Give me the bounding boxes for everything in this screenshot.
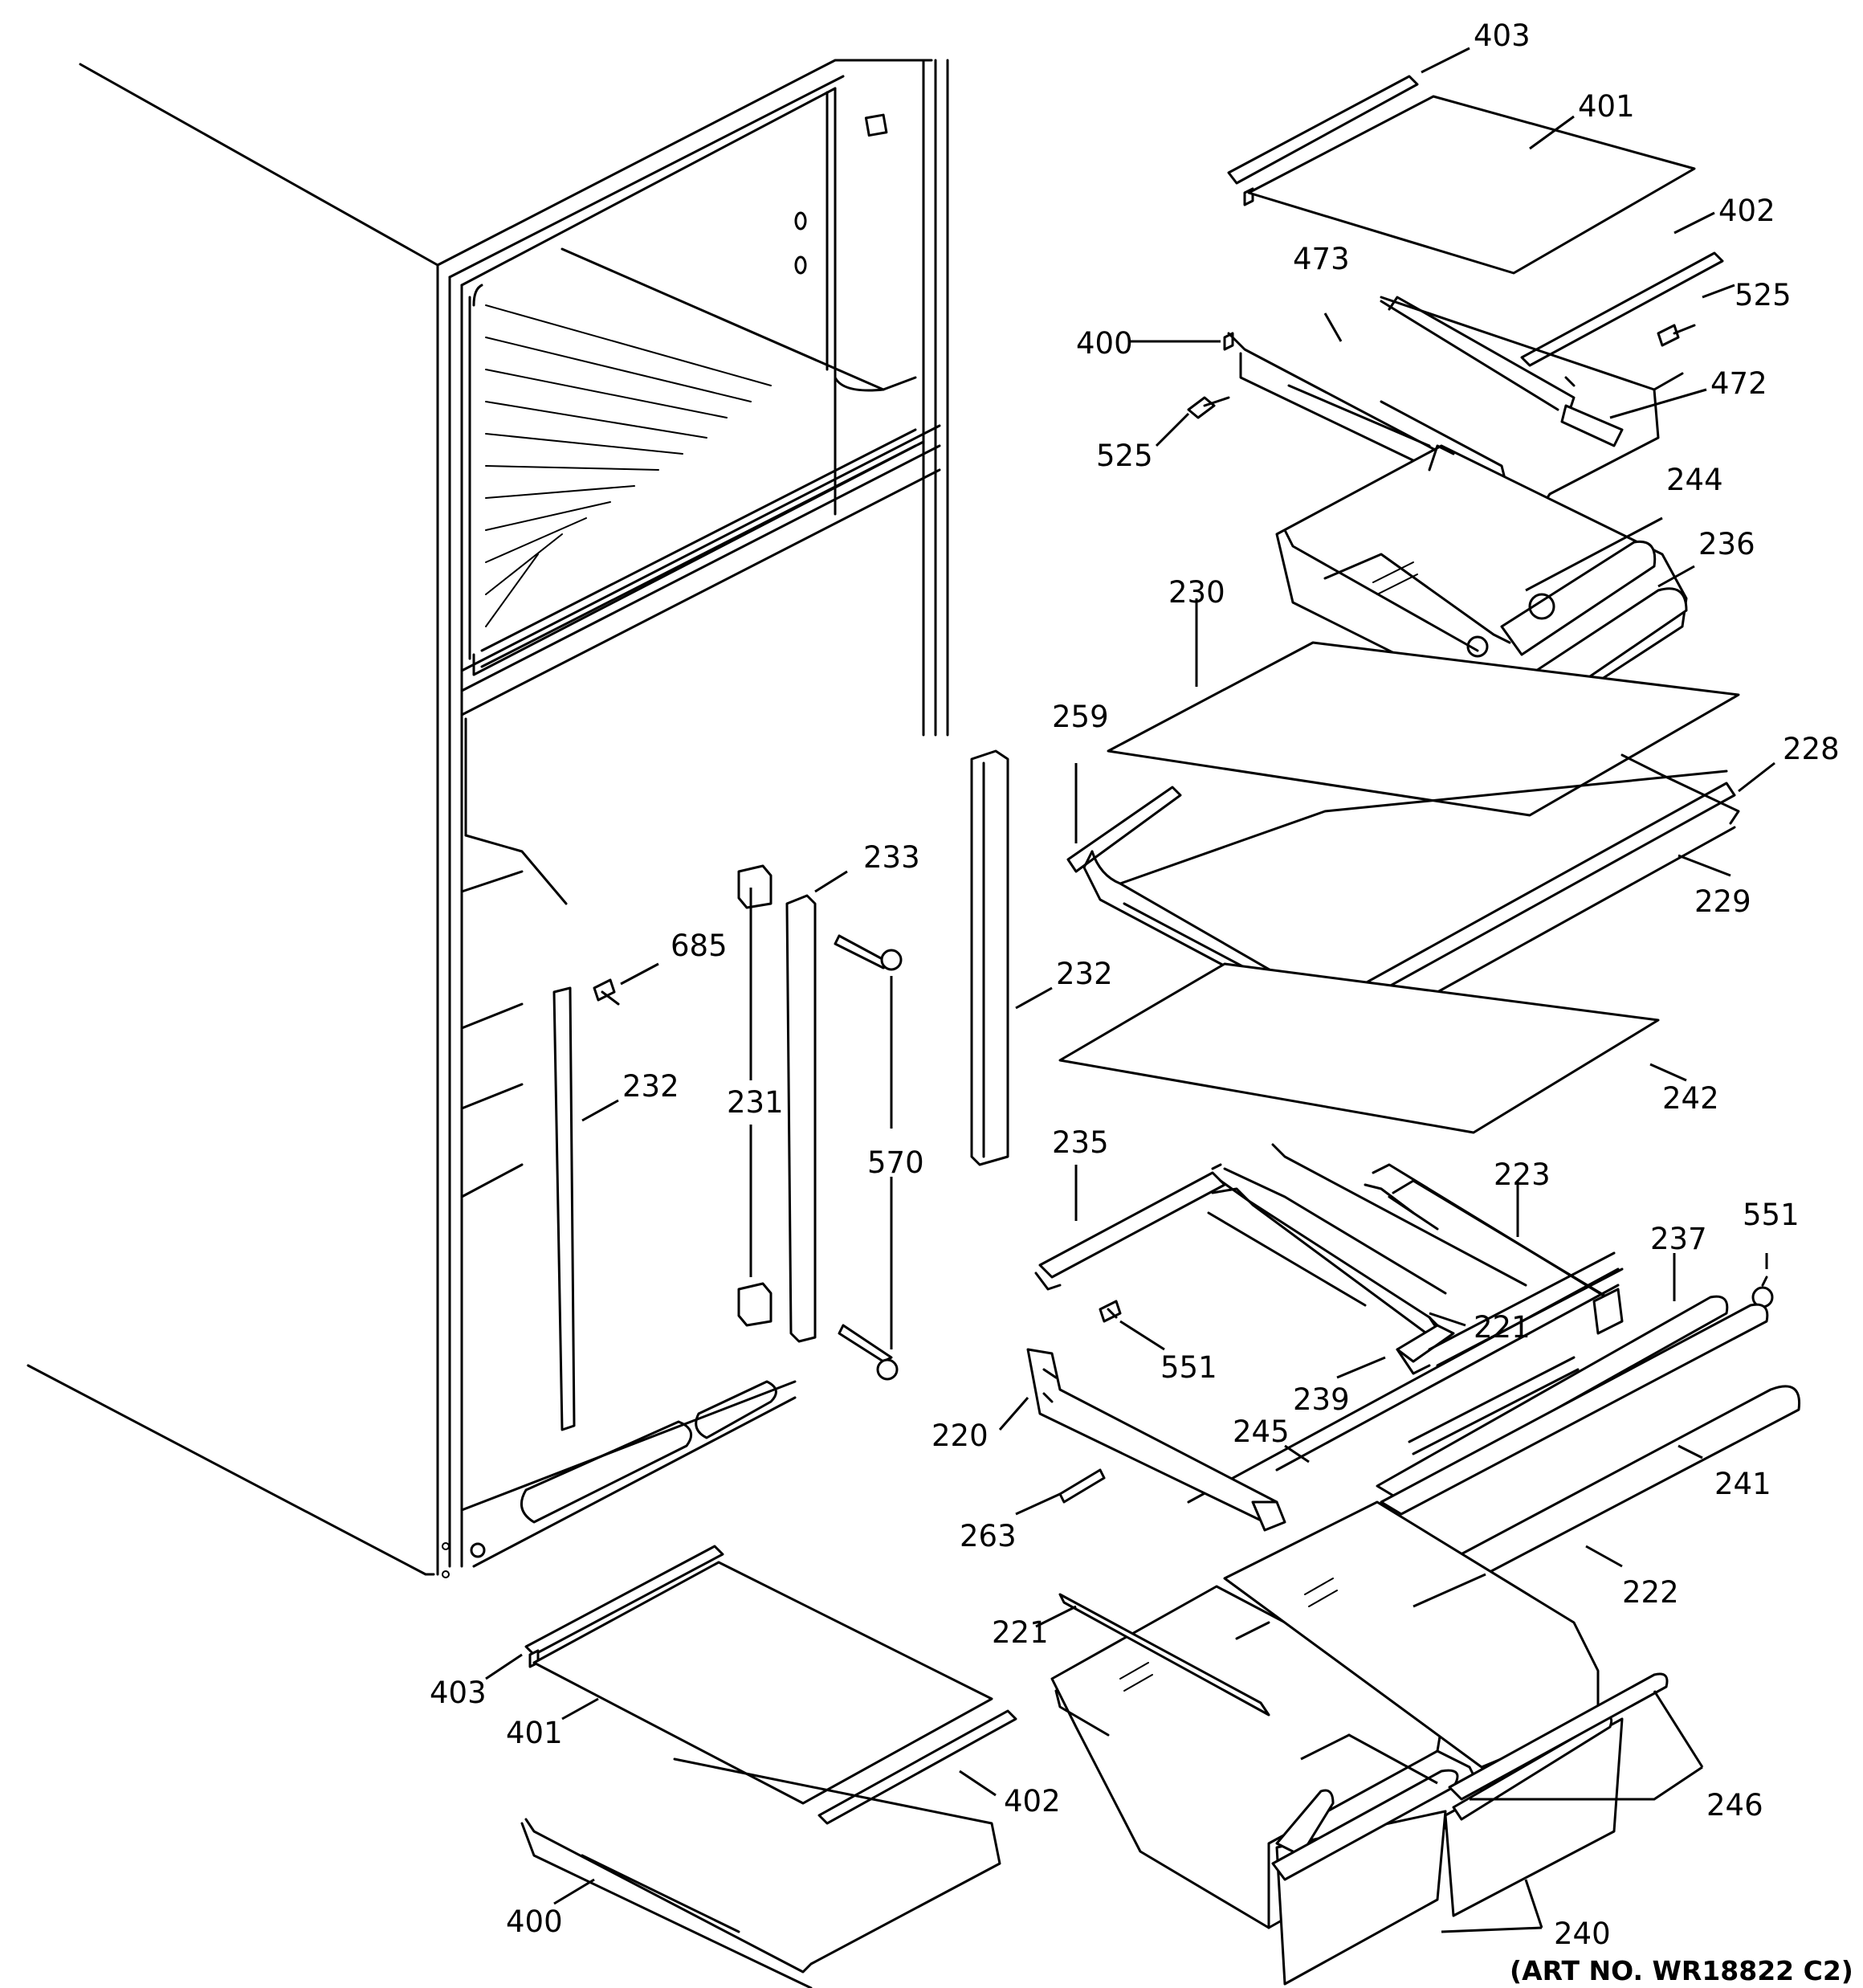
- glass-shelf-panel-middle: [1107, 641, 1740, 817]
- callout-label: 473: [1293, 242, 1350, 276]
- rail-233: [785, 894, 817, 1343]
- shelf-rails-and-brackets: [552, 749, 1009, 1431]
- callout-label: 570: [867, 1145, 924, 1180]
- handle-241: [1380, 1303, 1769, 1516]
- callout-label: 402: [1718, 194, 1775, 228]
- callout-label: 525: [1735, 278, 1792, 312]
- callout-label: 229: [1694, 884, 1751, 919]
- callout-label: 259: [1052, 700, 1109, 734]
- callout-label: 263: [960, 1519, 1017, 1553]
- callout-label: 236: [1698, 527, 1755, 561]
- rail-232-right: [970, 749, 1009, 1166]
- callout-label: 400: [506, 1904, 563, 1939]
- screw-570-bottom: [838, 1324, 893, 1363]
- handle-237: [1376, 1295, 1729, 1500]
- callout-label: 233: [863, 840, 920, 875]
- shelf-assembly-bottom: [520, 1545, 1017, 1988]
- callout-label: 231: [727, 1085, 784, 1120]
- callout-label: 685: [671, 929, 728, 963]
- callout-label: 472: [1710, 366, 1767, 401]
- callout-label: 403: [1474, 18, 1531, 53]
- snack-pan-cover: [1500, 540, 1657, 656]
- glass-shelf-242: [1058, 962, 1660, 1134]
- callout-label: 241: [1714, 1467, 1771, 1501]
- callout-label: 403: [430, 1676, 487, 1710]
- clip-231-bottom: [737, 1282, 773, 1327]
- callout-label: 401: [506, 1716, 563, 1750]
- callout-label: 246: [1706, 1788, 1763, 1823]
- glass-shelf-panel-top: [1247, 95, 1696, 275]
- callout-label: 401: [1578, 89, 1635, 124]
- callout-label: 525: [1096, 439, 1153, 473]
- callout-label: 221: [1474, 1310, 1531, 1345]
- rail-221-lower: [1058, 1593, 1270, 1717]
- callout-label: 240: [1554, 1917, 1611, 1951]
- callout-labels: 403 401 402 525 473 400 472 525 244 236 …: [430, 18, 1840, 1951]
- callout-label: 232: [622, 1069, 679, 1104]
- callout-label: 244: [1666, 463, 1723, 497]
- callout-label: 235: [1052, 1125, 1109, 1160]
- crisper-cover-frame: [1026, 1143, 1774, 1532]
- glass-shelf-panel-bottom: [532, 1561, 993, 1805]
- callout-label: 220: [932, 1419, 989, 1453]
- callout-label: 242: [1662, 1081, 1719, 1116]
- crisper-drawers: [1050, 1500, 1669, 1986]
- callout-label: 230: [1168, 575, 1225, 610]
- callout-label: 223: [1494, 1157, 1551, 1192]
- rail-232-left: [552, 986, 576, 1431]
- callout-label: 400: [1076, 326, 1133, 361]
- clip-231-top: [737, 864, 773, 909]
- refrigerator-cabinet: [26, 59, 949, 1578]
- callout-leader-lines: [485, 47, 1775, 1933]
- callout-label: 222: [1622, 1575, 1679, 1610]
- callout-label: 551: [1160, 1350, 1217, 1385]
- callout-label: 245: [1233, 1414, 1290, 1449]
- callout-label: 237: [1650, 1222, 1707, 1256]
- callout-label: 221: [992, 1615, 1049, 1650]
- art-number: (ART NO. WR18822 C2): [1510, 1955, 1853, 1986]
- crisper-handles: [1376, 1295, 1801, 1580]
- shelf-assembly-middle: [1066, 641, 1740, 1034]
- callout-label: 551: [1743, 1198, 1800, 1232]
- callout-label: 239: [1293, 1382, 1350, 1417]
- callout-label: 232: [1056, 957, 1113, 991]
- callout-label: 228: [1783, 732, 1840, 766]
- screw-685: [593, 978, 616, 1002]
- callout-label: 402: [1004, 1784, 1061, 1819]
